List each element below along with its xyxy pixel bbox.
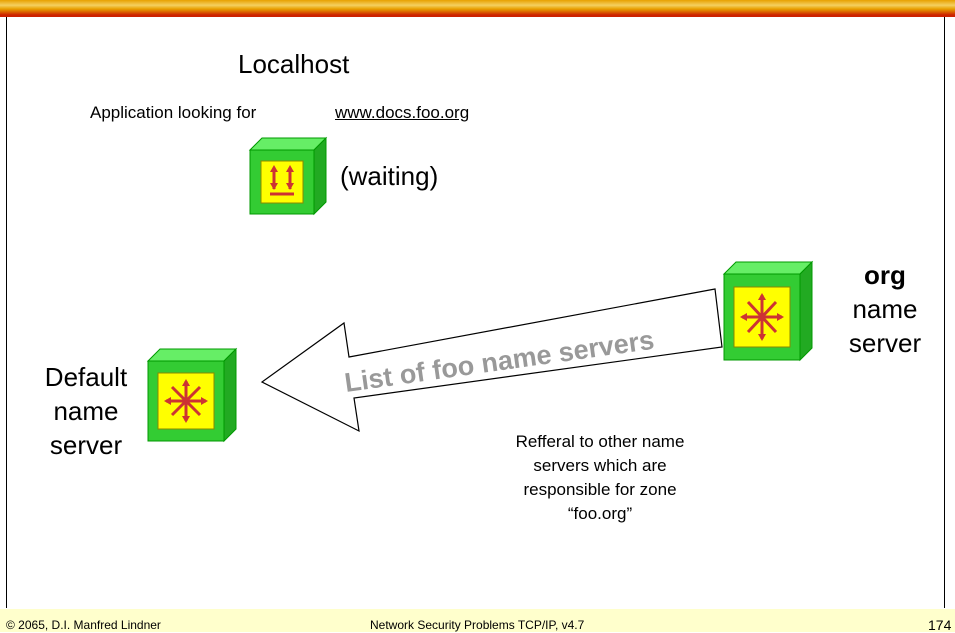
header-bar xyxy=(0,0,955,15)
right-border xyxy=(944,17,945,608)
footer-copyright: © 2065, D.I. Manfred Lindner xyxy=(6,618,161,632)
application-box-icon xyxy=(248,136,328,216)
header-line xyxy=(0,15,955,17)
left-border xyxy=(6,17,7,608)
localhost-title: Localhost xyxy=(238,49,350,79)
application-url[interactable]: www.docs.foo.org xyxy=(335,103,470,122)
default-server-label: Default name server xyxy=(44,362,128,460)
waiting-status: (waiting) xyxy=(340,161,439,191)
default-name-server-box-icon xyxy=(146,347,238,443)
footer-course: Network Security Problems TCP/IP, v4.7 xyxy=(370,618,585,632)
application-prefix: Application looking for xyxy=(90,103,257,122)
org-name-server-box-icon xyxy=(722,260,814,362)
org-server-label: org name server xyxy=(848,260,922,358)
referral-text: Refferal to other name servers which are… xyxy=(515,432,685,523)
footer: © 2065, D.I. Manfred Lindner Network Sec… xyxy=(0,609,955,633)
footer-page-number: 174 xyxy=(928,617,952,633)
